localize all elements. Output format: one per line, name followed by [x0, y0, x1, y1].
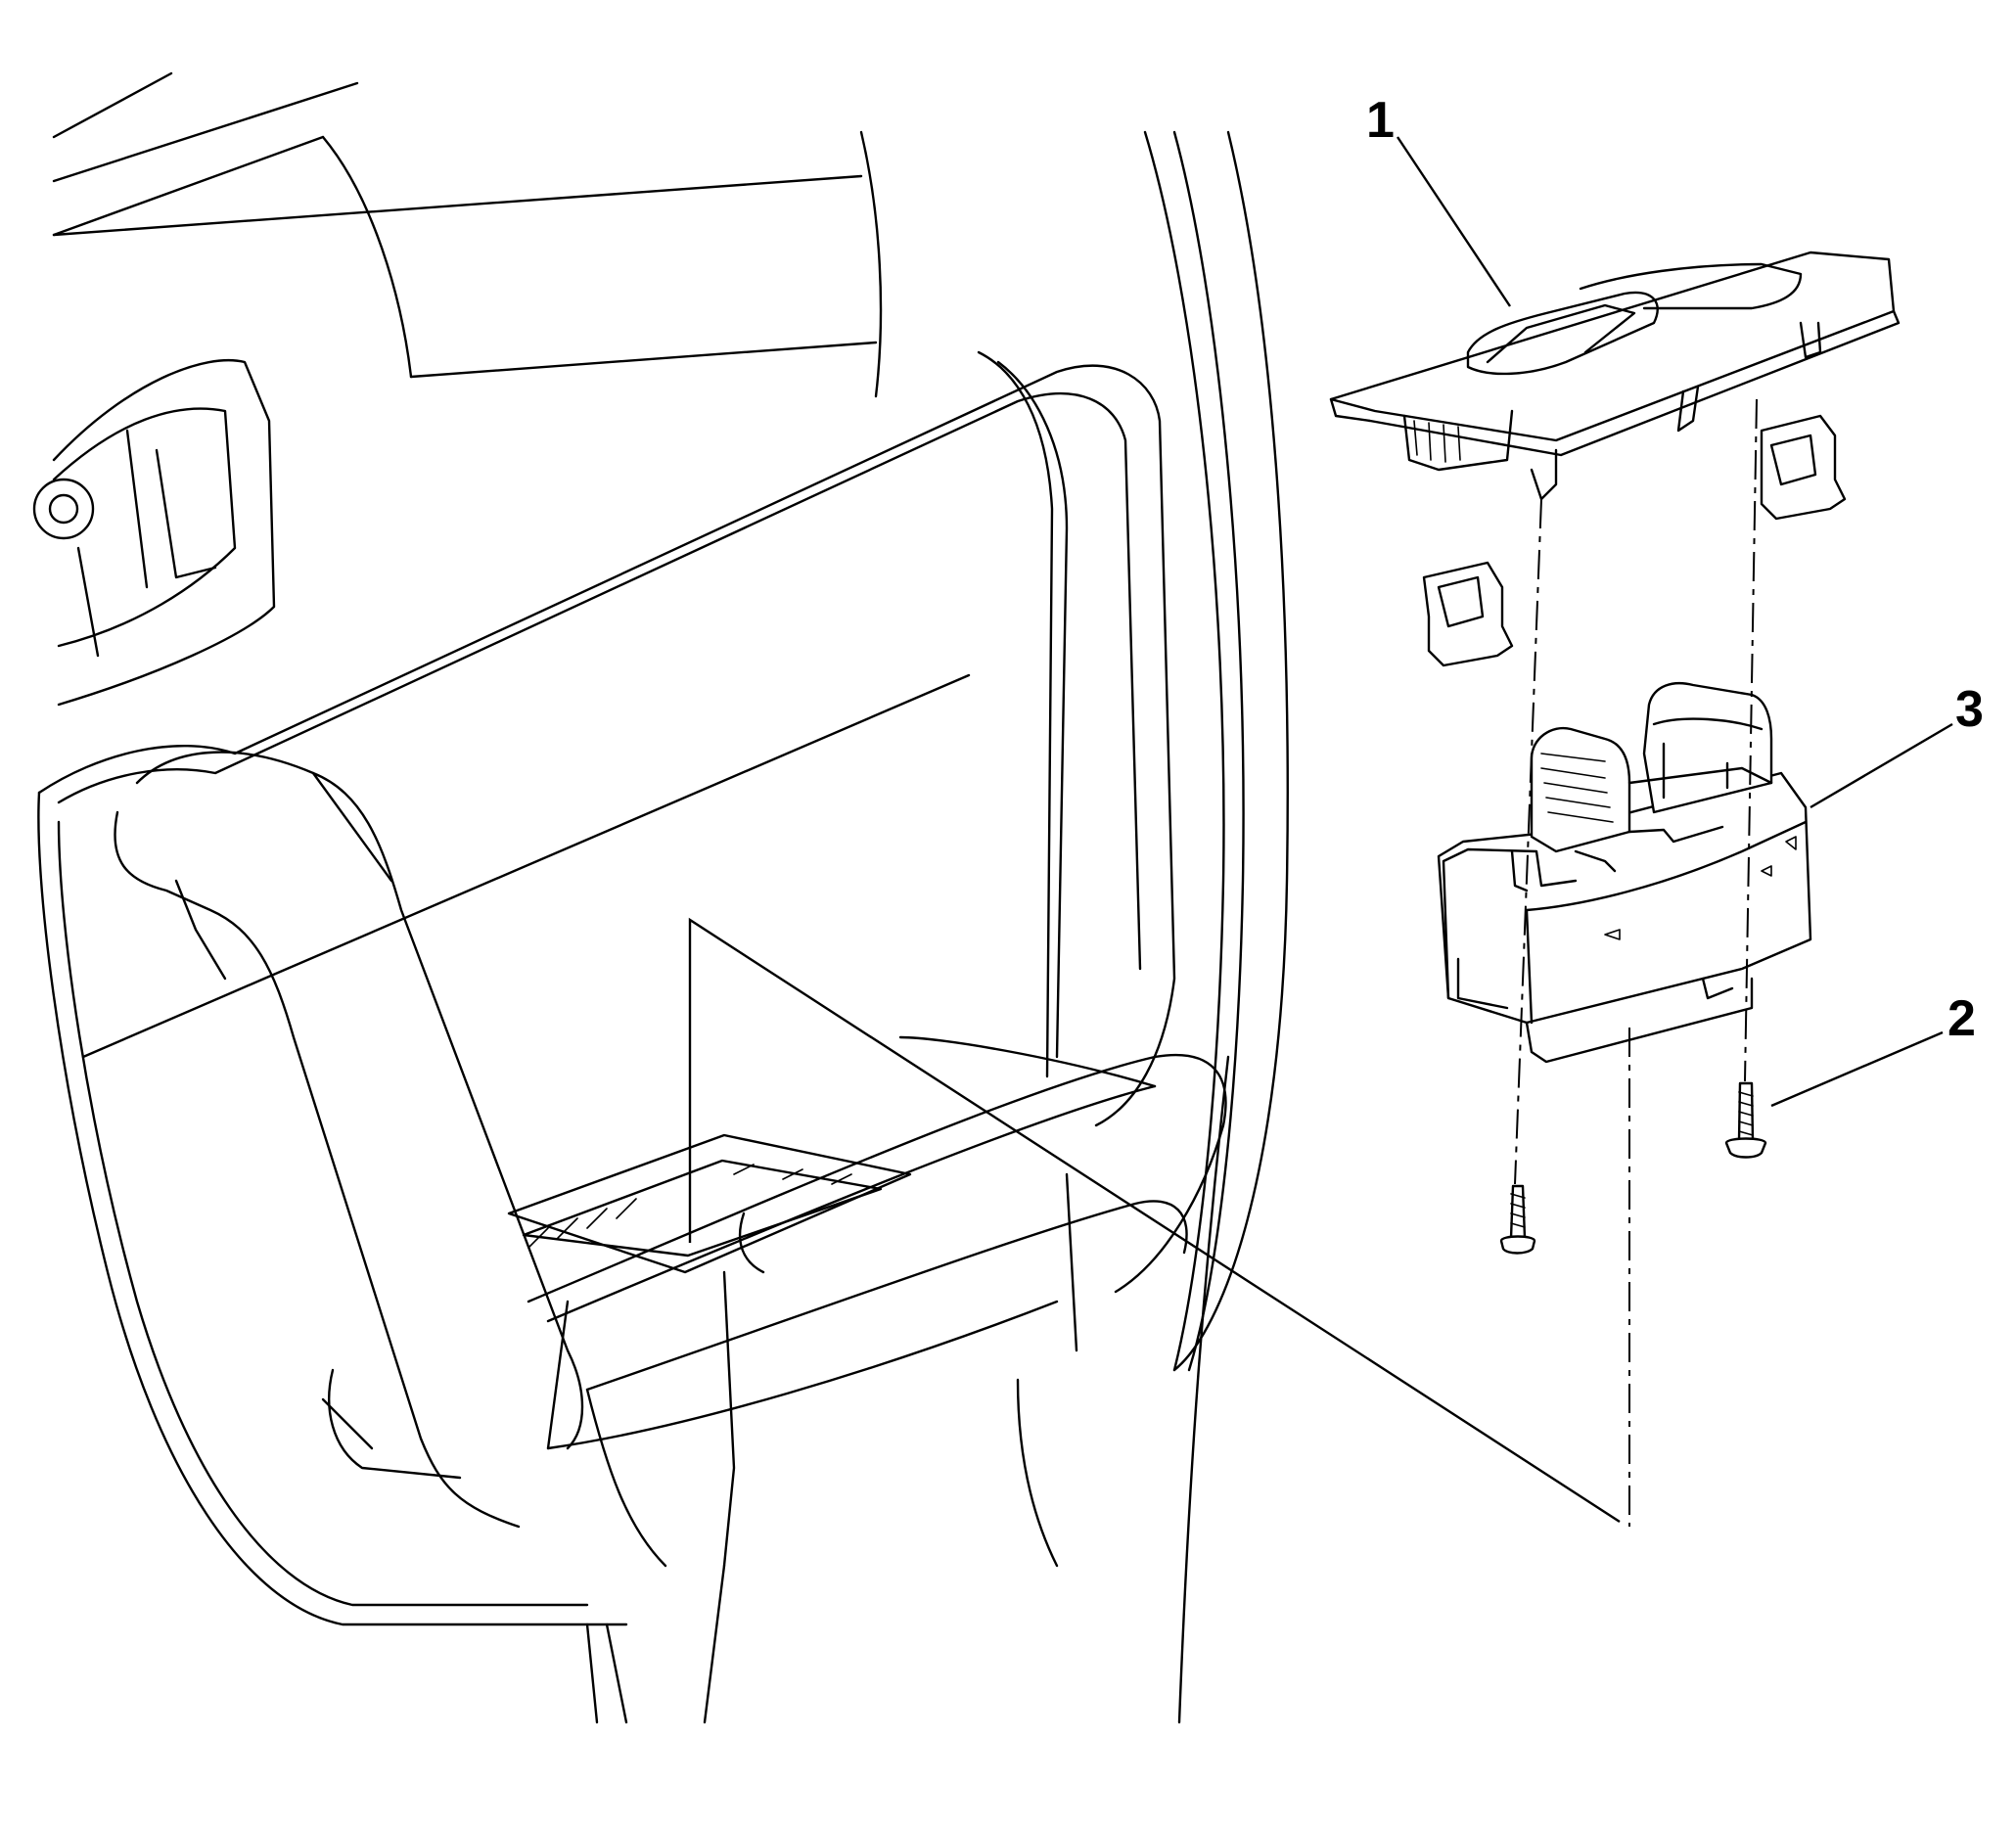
callout-2: 2 — [1770, 990, 1976, 1108]
switch-opening — [507, 1133, 912, 1274]
grab-handle — [114, 751, 584, 1529]
window-switch-module — [1437, 682, 1812, 1064]
callout-3: 3 — [1810, 681, 1984, 809]
door-trim-panel — [32, 71, 1621, 1724]
screw-right — [1724, 1081, 1767, 1159]
callout-3-label: 3 — [1955, 681, 1984, 738]
alignment-lines — [1514, 398, 1758, 1527]
switch-bezel — [1329, 251, 1901, 501]
callout-1-label: 1 — [1366, 92, 1395, 149]
retainer-clip-left — [1422, 561, 1514, 667]
callout-2-label: 2 — [1947, 990, 1976, 1047]
screw-left — [1499, 1184, 1536, 1255]
retainer-clip-right — [1760, 414, 1847, 521]
inside-handle — [32, 358, 276, 707]
callout-1: 1 — [1366, 92, 1511, 307]
armrest — [507, 1035, 1227, 1724]
